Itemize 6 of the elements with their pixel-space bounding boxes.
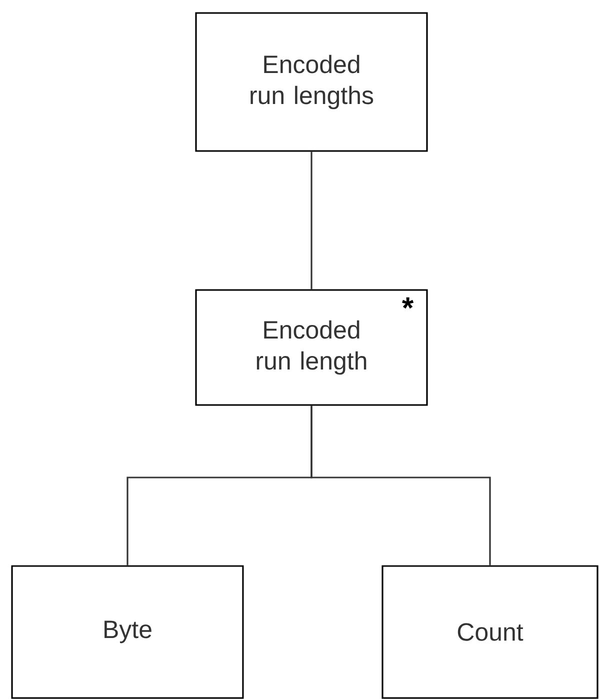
box: Byte	[11, 565, 244, 699]
box: Encoded run lengths	[195, 12, 428, 152]
box: Count	[382, 565, 598, 699]
connector-line	[310, 152, 312, 290]
connector-line	[310, 406, 491, 566]
multiplicity-mark: *	[402, 297, 414, 309]
